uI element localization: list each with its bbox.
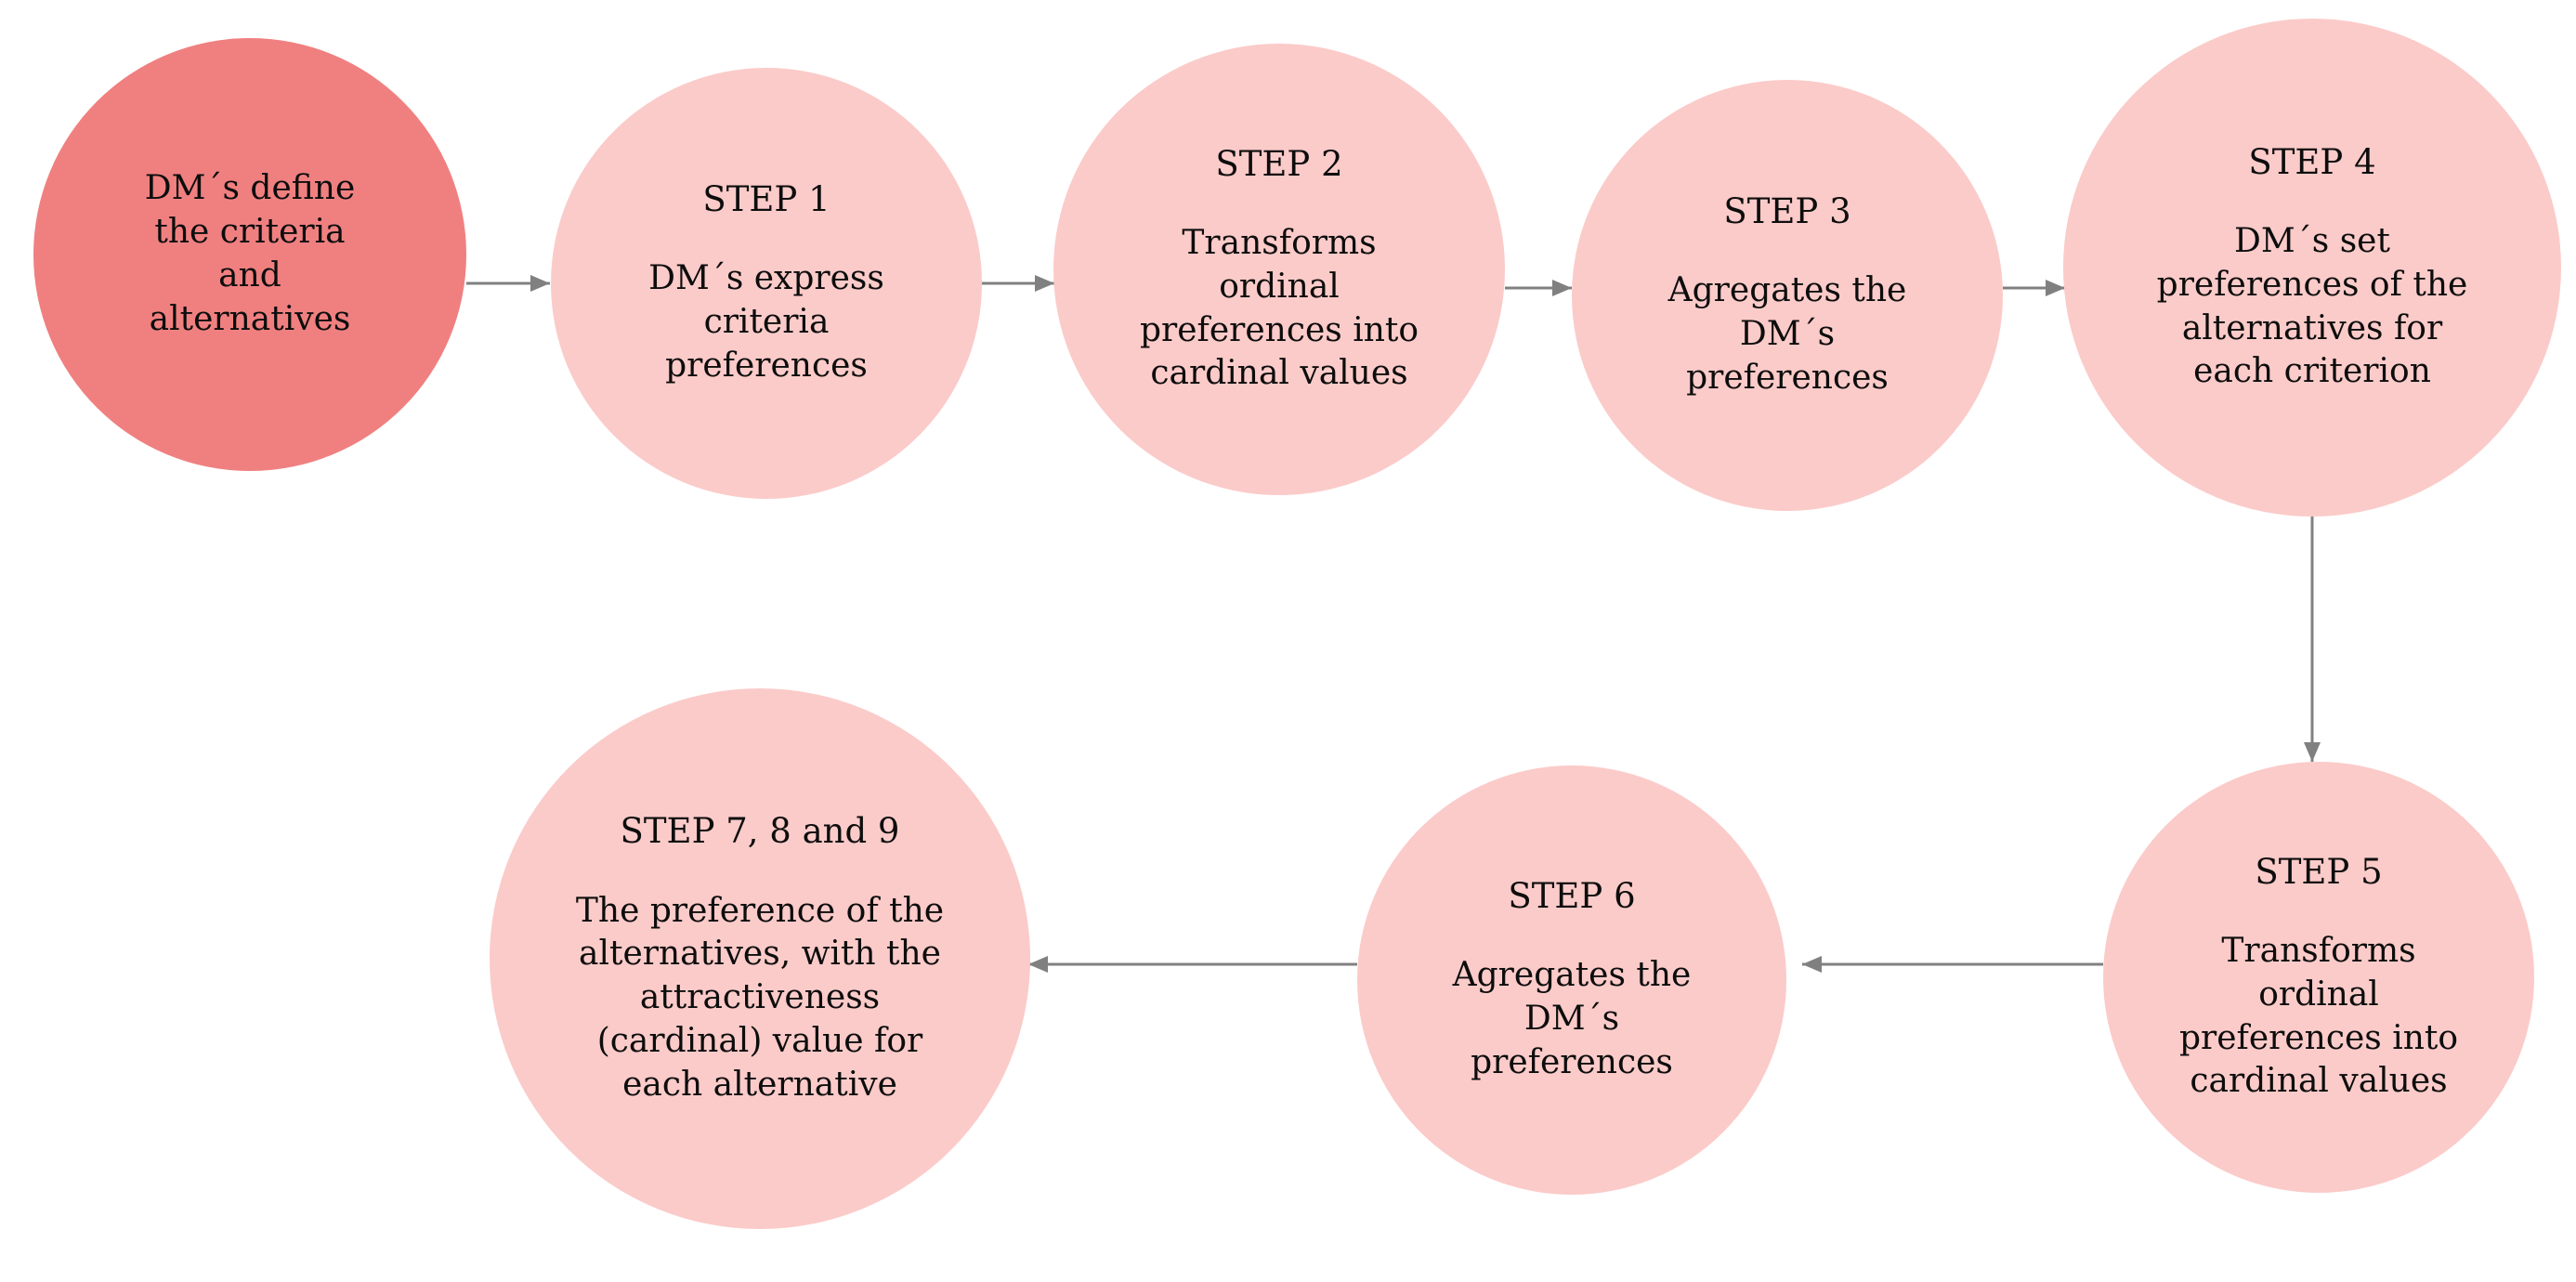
node-body-line: (cardinal) value for: [596, 1021, 923, 1060]
node-body-line: attractiveness: [639, 978, 881, 1017]
node-title: STEP 6: [1508, 876, 1636, 917]
node-body-line: cardinal values: [1150, 354, 1408, 393]
node-body-line: preferences of the: [2156, 265, 2468, 304]
node-body-line: DM´s: [1523, 1000, 1620, 1039]
step-1-node[interactable]: STEP 1 DM´s express criteria preferences: [551, 68, 982, 499]
node-body-line: each alternative: [622, 1065, 897, 1104]
step-4-node[interactable]: STEP 4 DM´s set preferences of the alterna…: [2063, 19, 2561, 517]
node-body-line: alternatives for: [2181, 308, 2443, 347]
node-title: STEP 1: [702, 179, 830, 220]
node-body-line: DM´s: [1739, 315, 1836, 354]
node-body-line: Agregates the: [1452, 956, 1692, 995]
node-title: STEP 3: [1723, 191, 1851, 232]
node-body-line: alternatives: [149, 299, 351, 338]
node-body-line: preferences: [1686, 358, 1889, 397]
node-body-line: alternatives, with the: [579, 935, 941, 974]
node-body-line: cardinal values: [2190, 1062, 2448, 1101]
node-body: Transforms ordinal preferences into cardina…: [1140, 222, 1419, 396]
dm-define-node[interactable]: DM´s define the criteria and alternatives: [33, 38, 466, 471]
node-body-line: Agregates the: [1667, 271, 1907, 310]
node-title: STEP 2: [1215, 143, 1343, 184]
node-body-line: preferences into: [2178, 1018, 2459, 1057]
node-body: Transforms ordinal preferences into cardina…: [2179, 930, 2458, 1104]
step-2-node[interactable]: STEP 2 Transforms ordinal preferences into…: [1053, 44, 1505, 495]
node-body-line: each criterion: [2193, 352, 2431, 391]
node-body-line: the criteria: [154, 213, 346, 252]
node-title: STEP 5: [2255, 851, 2383, 892]
node-body: DM´s express criteria preferences: [648, 257, 884, 387]
node-body-line: DM´s express: [648, 259, 884, 298]
node-body-line: ordinal: [1219, 267, 1340, 306]
node-body-line: preferences into: [1139, 310, 1419, 349]
node-body-line: and: [218, 256, 281, 294]
node-body-line: preferences: [1471, 1042, 1673, 1081]
node-body: The preference of the alternatives, with …: [576, 890, 944, 1107]
node-body-line: DM´s set: [2234, 221, 2390, 260]
node-body-line: Transforms: [1182, 223, 1377, 262]
node-body-line: criteria: [703, 303, 830, 342]
node-title: STEP 7, 8 and 9: [620, 811, 900, 852]
step-7-8-9-node[interactable]: STEP 7, 8 and 9 The preference of the alt…: [490, 688, 1030, 1229]
node-body-line: The preference of the: [575, 891, 945, 930]
node-body: DM´s define the criteria and alternatives: [145, 167, 356, 341]
node-body-line: preferences: [665, 346, 868, 385]
step-5-node[interactable]: STEP 5 Transforms ordinal preferences into…: [2103, 762, 2534, 1193]
node-body-line: DM´s define: [144, 169, 356, 208]
node-body-line: Transforms: [2221, 931, 2416, 970]
node-body-line: ordinal: [2258, 975, 2379, 1014]
node-title: STEP 4: [2248, 141, 2376, 182]
node-body: DM´s set preferences of the alternatives f…: [2157, 220, 2468, 394]
